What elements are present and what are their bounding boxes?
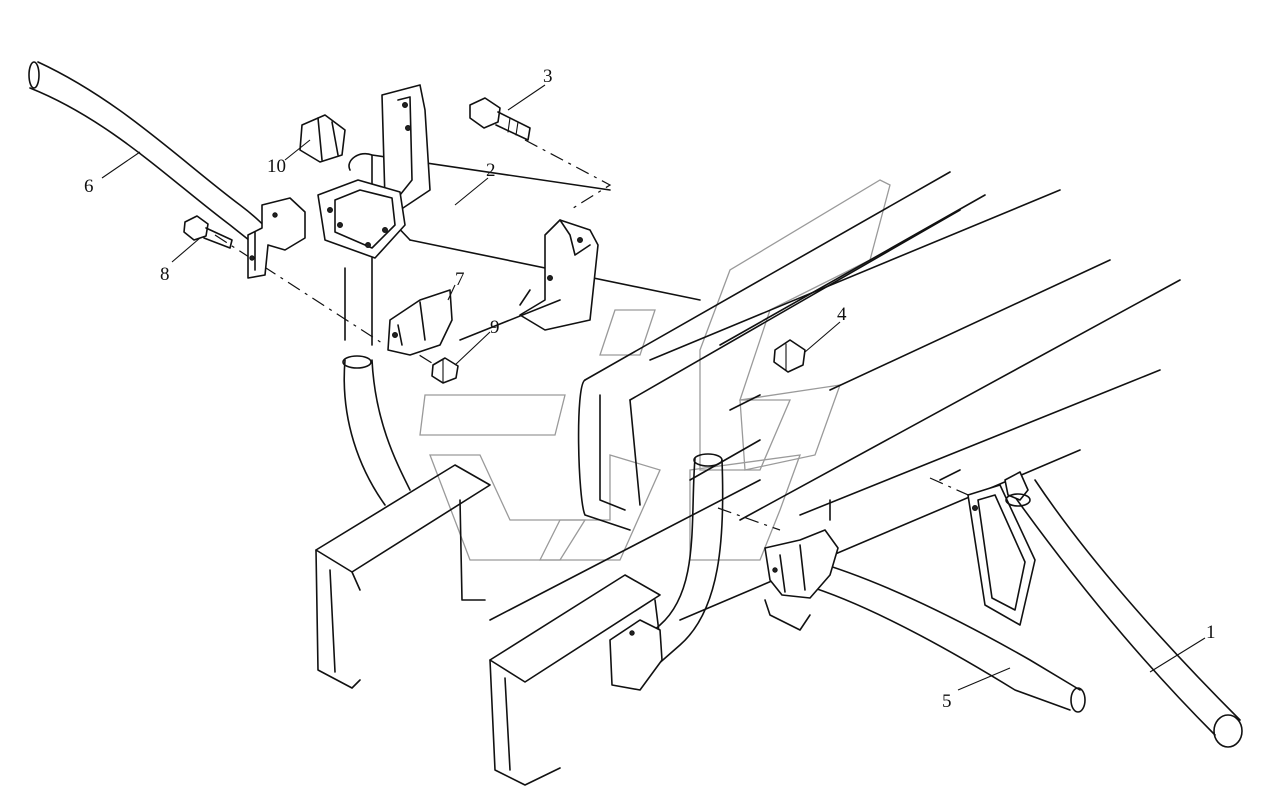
tube-part-1 xyxy=(967,471,1243,748)
bushing-part-10 xyxy=(299,114,346,163)
clamp-part-7 xyxy=(387,289,453,356)
callout-2: 2 xyxy=(486,160,496,181)
callout-7: 7 xyxy=(455,269,465,290)
callout-labels: 1 2 3 4 5 6 7 8 9 10 xyxy=(84,66,1216,712)
callout-8: 8 xyxy=(160,264,170,285)
callout-leaders xyxy=(101,84,1206,691)
bolt-part-8 xyxy=(183,215,233,249)
callout-10: 10 xyxy=(267,156,286,177)
clamp-part-6-bracket xyxy=(247,197,306,279)
callout-5: 5 xyxy=(942,691,952,712)
nut-part-9 xyxy=(431,357,459,384)
tube-part-5 xyxy=(764,529,1086,713)
c-channel-middle xyxy=(489,453,724,786)
callout-3: 3 xyxy=(543,66,553,87)
cross-member-part-2 xyxy=(317,84,701,331)
callout-4: 4 xyxy=(837,304,847,325)
callout-6: 6 xyxy=(84,176,94,197)
nut-part-4 xyxy=(773,339,806,373)
watermark-logo xyxy=(419,179,891,561)
callout-9: 9 xyxy=(490,317,500,338)
callout-1: 1 xyxy=(1206,622,1216,643)
bolt-part-3 xyxy=(469,97,531,141)
c-channel-left xyxy=(315,355,491,689)
